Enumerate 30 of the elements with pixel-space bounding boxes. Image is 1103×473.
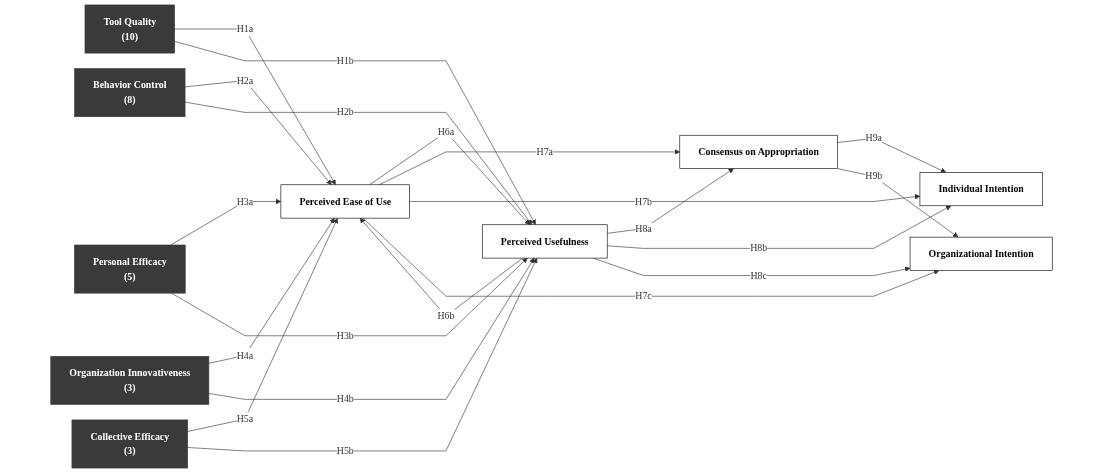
edge-label: H5a — [236, 413, 254, 425]
node-box: Personal Efficacy (5) — [74, 244, 186, 294]
edge-label: H3a — [236, 195, 254, 207]
edge-label: H3b — [336, 330, 354, 341]
node-box: Collective Efficacy (3) — [71, 419, 188, 469]
edge-label: H8a — [635, 223, 652, 234]
edge-label: H4b — [336, 393, 354, 405]
edge-label: H1b — [336, 55, 354, 66]
edge-label: H7a — [536, 146, 553, 157]
edge-label: H7c — [635, 290, 652, 302]
node-box: Behavior Control (8) — [74, 68, 186, 117]
edge-label: H9b — [865, 170, 883, 182]
edge-label: H9a — [865, 132, 882, 144]
node-box: Perceived Usefulness — [481, 224, 608, 259]
edge-label: H2b — [336, 106, 354, 118]
node-box: Organization Innovativeness (3) — [50, 356, 210, 405]
edge-label: H8b — [750, 242, 768, 254]
edge-label: H6b — [437, 310, 455, 321]
edge-label: H2a — [236, 75, 254, 86]
edge-label: H5b — [336, 445, 354, 456]
edge-label: H1a — [236, 23, 254, 34]
node-box: Individual Intention — [919, 172, 1043, 207]
edge-label: H4a — [236, 349, 254, 361]
node-box: Consensus on Appropriation — [679, 134, 838, 169]
edge-label: H8c — [750, 270, 767, 281]
edge-label: H7b — [635, 195, 653, 207]
node-box: Tool Quality (10) — [84, 4, 175, 54]
edge-label: H6a — [437, 126, 455, 138]
node-box: Organizational Intention — [909, 236, 1053, 271]
node-box: Perceived Ease of Use — [280, 184, 410, 219]
